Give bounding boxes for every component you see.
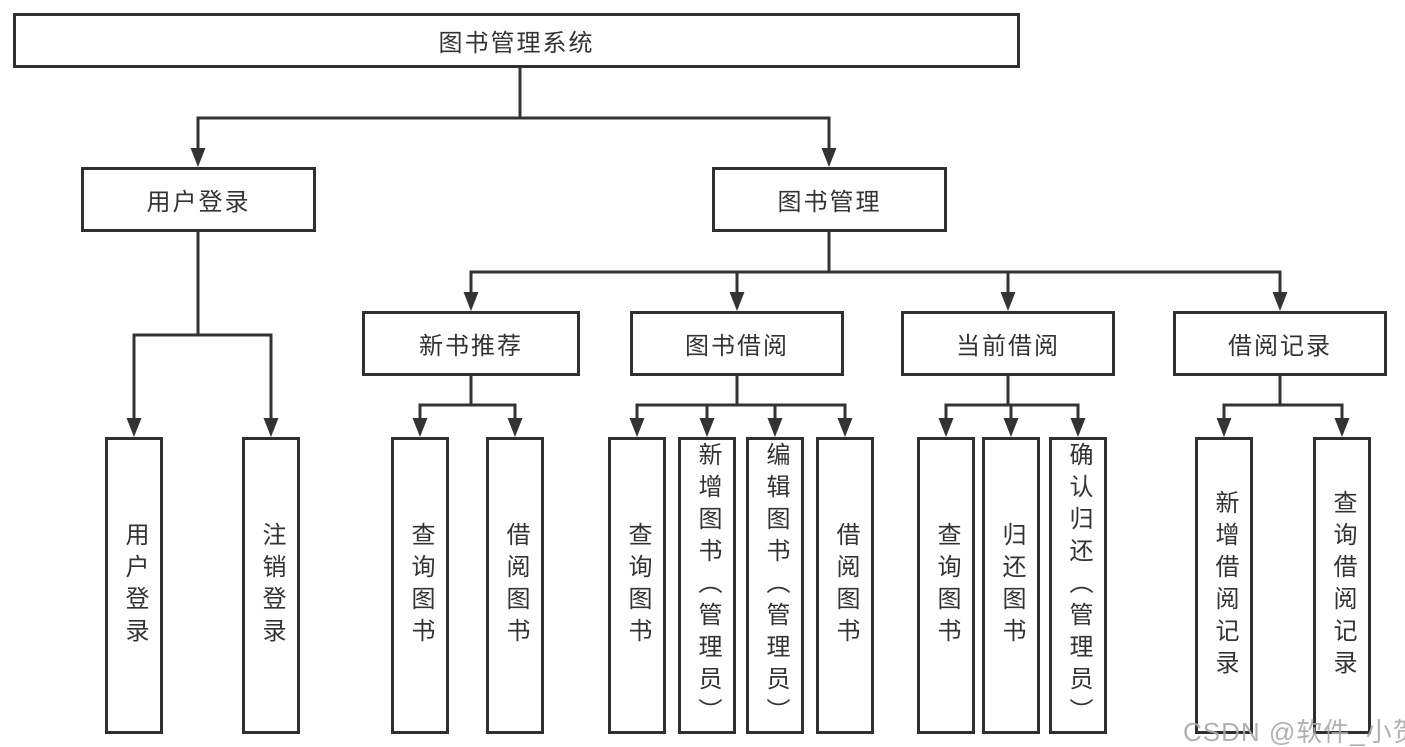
connector-root-to-level2 [190,68,837,167]
node-label: 借阅图书 [832,521,859,650]
arrowhead [1334,418,1350,437]
node-label: 新增借阅记录 [1211,489,1238,682]
node-confirm-return-admin: 确认归还（管理员） [1049,437,1107,734]
arrowhead [938,418,954,437]
node-label: 编辑图书（管理员） [762,441,789,730]
node-return-book: 归还图书 [982,437,1040,734]
node-borrow-book-1: 借阅图书 [486,437,544,734]
node-label: 归还图书 [998,521,1025,650]
arrowhead [1070,418,1086,437]
arrowhead [463,292,479,311]
arrowhead [263,418,279,437]
node-user-login: 用户登录 [81,167,316,232]
node-label: 查询图书 [407,521,434,650]
connector-book-management-children [463,232,1288,311]
arrowhead [412,418,428,437]
node-current-borrow: 当前借阅 [901,311,1115,376]
node-query-book-1: 查询图书 [391,437,449,734]
arrowhead [1216,418,1232,437]
node-label: 新增图书（管理员） [694,441,721,730]
node-add-borrow-record: 新增借阅记录 [1195,437,1253,734]
arrowhead [126,418,142,437]
node-book-borrow: 图书借阅 [630,311,844,376]
node-borrow-records: 借阅记录 [1173,311,1387,376]
connector-borrow-records-children [1216,376,1350,437]
node-label: 查询图书 [624,521,651,650]
node-edit-book-admin: 编辑图书（管理员） [746,437,804,734]
node-label: 查询图书 [933,521,960,650]
connector-book-borrow-children [629,376,853,437]
node-query-book-2: 查询图书 [608,437,666,734]
arrowhead [767,418,783,437]
node-library-management-system: 图书管理系统 [13,13,1020,68]
node-label: 确认归还（管理员） [1065,441,1092,730]
node-label: 查询借阅记录 [1329,489,1356,682]
arrowhead [1272,292,1288,311]
node-label: 用户登录 [121,521,148,650]
arrowhead [729,292,745,311]
node-borrow-book-2: 借阅图书 [816,437,874,734]
connector-new-book-children [412,376,523,437]
arrowhead [1000,292,1016,311]
node-query-book-3: 查询图书 [917,437,975,734]
arrowhead [837,418,853,437]
watermark: CSDN @软件_小贺同学 [1183,717,1405,747]
node-label: 注销登录 [258,521,285,650]
node-user-login-leaf: 用户登录 [105,437,163,734]
arrowhead [699,418,715,437]
arrowhead [190,148,206,167]
node-new-book-recommend: 新书推荐 [362,311,580,376]
connector-user-login-children [126,232,279,437]
node-logout: 注销登录 [242,437,300,734]
arrowhead [1003,418,1019,437]
connector-current-borrow-children [938,376,1086,437]
arrowhead [507,418,523,437]
node-book-management: 图书管理 [712,167,947,232]
arrowhead [821,148,837,167]
node-label: 借阅图书 [502,521,529,650]
arrowhead [629,418,645,437]
node-add-book-admin: 新增图书（管理员） [678,437,736,734]
node-query-borrow-record: 查询借阅记录 [1313,437,1371,734]
